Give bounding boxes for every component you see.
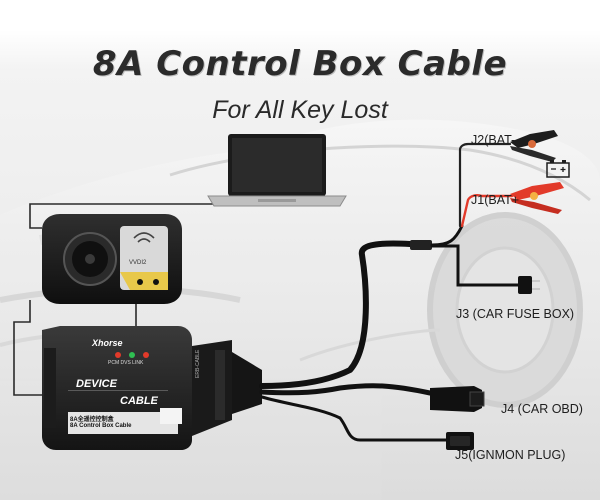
model-en: 8A Control Box Cable	[70, 423, 132, 429]
cables	[259, 240, 450, 442]
control-box	[42, 326, 262, 450]
label-j3: J3 (CAR FUSE BOX)	[456, 307, 575, 321]
laptop-icon	[207, 134, 347, 207]
clamp-icon	[510, 130, 558, 162]
label-j2: J2(BAT-	[471, 133, 516, 147]
cable-text: CABLE	[120, 395, 158, 407]
page-subtitle: For All Key Lost	[212, 96, 388, 124]
vvdi2-device: VVDI2	[42, 214, 182, 304]
side-text: ERB-CABLE	[195, 349, 201, 378]
obd-connector	[430, 386, 485, 412]
fuse-connector	[518, 276, 540, 294]
battery-wires	[458, 142, 514, 228]
label-j5: J5(IGNMON PLUG)	[455, 448, 566, 462]
battery-icon	[546, 160, 570, 178]
label-j1: J1(BAT+	[471, 193, 520, 207]
device-text: DEVICE	[76, 378, 117, 390]
model-cn: 8A全遥控控制盒	[70, 417, 114, 423]
device-name: VVDI2	[129, 260, 147, 266]
ignition-connector	[446, 432, 474, 450]
control-box-brand: Xhorse	[92, 338, 123, 348]
splitter	[410, 224, 522, 287]
led-caption: PCM DVS LINK	[108, 360, 144, 366]
clamp-icon	[510, 182, 564, 214]
page-title: 8A Control Box Cable	[92, 44, 508, 84]
label-j4: J4 (CAR OBD)	[501, 402, 583, 416]
